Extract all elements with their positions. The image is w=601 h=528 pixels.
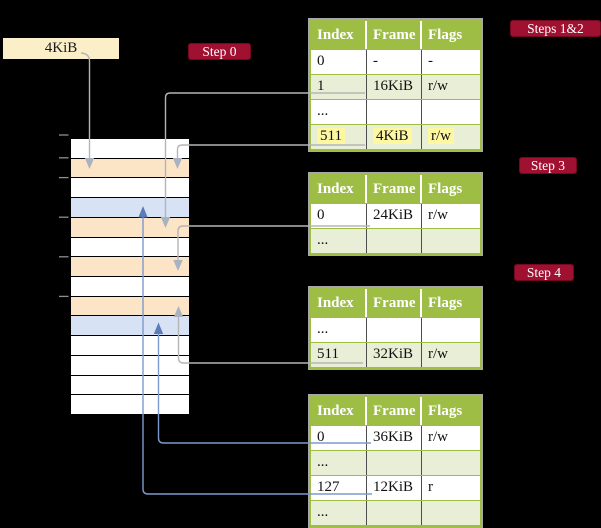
table-row-0: 0--: [311, 49, 480, 74]
table-cell-index: 0: [311, 204, 367, 228]
stack-cell-2: [71, 178, 189, 199]
table-cell-frame: [367, 451, 422, 475]
stack-cell-0: [71, 139, 189, 159]
table-cell-flags: r: [422, 476, 480, 500]
table-cell-flags: [422, 100, 480, 124]
header-cell-index: Index: [311, 289, 367, 317]
badge-step-4: Step 4: [514, 264, 574, 281]
header-cell-flags: Flags: [428, 403, 463, 419]
stack-cell-5: [71, 237, 189, 258]
stack-cell-7: [71, 277, 189, 297]
header-cell-index: Index: [311, 397, 367, 425]
table-cell-index: ...: [311, 100, 367, 124]
badge-steps-1-2-label: Steps 1&2: [527, 20, 584, 36]
table-cell-frame: [367, 100, 422, 124]
table-row-dotsdotsdots: ...: [311, 99, 480, 124]
header-cell-flags: Flags: [428, 181, 463, 197]
table-cell-frame: 36KiB: [367, 426, 422, 450]
table-cell-frame: -: [367, 50, 422, 74]
stack-cell-13: [71, 395, 189, 415]
table-cell-flags: [422, 229, 480, 253]
header-cell-flags: Flags: [428, 27, 463, 43]
page-size-box: 4KiB: [3, 38, 119, 59]
table-cell-index: 0: [311, 426, 367, 450]
badge-step-4-label: Step 4: [526, 264, 562, 280]
table-cell-flags: r/w: [422, 204, 480, 228]
table-cell-frame: 24KiB: [367, 204, 422, 228]
table-cell-index: 0: [311, 50, 367, 74]
badge-step-0: Step 0: [188, 43, 251, 60]
table-cell-frame: 4KiB: [367, 125, 422, 149]
table-cell-frame: 12KiB: [367, 476, 422, 500]
stack-cell-6: [71, 257, 189, 278]
header-cell-frame: Frame: [367, 21, 422, 49]
table-row-dotsdotsdots: ...: [311, 228, 480, 253]
table-row-dotsdotsdots: ...: [311, 450, 480, 475]
table-cell-flags: [422, 501, 480, 525]
table-cell-frame: [367, 229, 422, 253]
badge-steps-1-2: Steps 1&2: [510, 20, 601, 37]
table-cell-flags: r/w: [422, 125, 480, 149]
table-cell-index: 511: [311, 125, 367, 149]
highlighted-value: 4KiB: [373, 128, 412, 144]
table-cell-frame: [367, 318, 422, 342]
highlighted-value: r/w: [428, 128, 454, 144]
table-row-dotsdotsdots: ...: [311, 500, 480, 525]
table-cell-frame: [367, 501, 422, 525]
table-cell-index: ...: [311, 501, 367, 525]
header-cell-index: Index: [311, 175, 367, 203]
table-cell-frame: 16KiB: [367, 75, 422, 99]
table-cell-flags: r/w: [422, 426, 480, 450]
table-cell-index: ...: [311, 451, 367, 475]
header-cell-index: Index: [311, 21, 367, 49]
table-cell-flags: [422, 318, 480, 342]
header-cell-frame: Frame: [367, 289, 422, 317]
stack-cell-9: [71, 316, 189, 337]
badge-step-0-label: Step 0: [202, 43, 237, 59]
stack-cell-1: [71, 158, 189, 179]
stack-cell-4: [71, 217, 189, 238]
table-cell-frame: 32KiB: [367, 343, 422, 367]
stack-cell-8: [71, 296, 189, 317]
table-cell-flags: r/w: [422, 343, 480, 367]
table-cell-index: ...: [311, 229, 367, 253]
badge-step-3: Step 3: [519, 157, 577, 174]
physical-memory-stack: [70, 138, 190, 415]
stack-cell-11: [71, 355, 189, 376]
highlighted-value: 511: [317, 128, 345, 144]
page-size-label: 4KiB: [44, 40, 78, 56]
stack-cell-3: [71, 198, 189, 218]
table-cell-flags: [422, 451, 480, 475]
stack-cell-12: [71, 375, 189, 396]
table-cell-flags: r/w: [422, 75, 480, 99]
header-cell-flags: Flags: [428, 295, 463, 311]
table-row-dotsdotsdots: ...: [311, 317, 480, 342]
table-row-511: 511 4KiB r/w: [311, 124, 480, 149]
header-cell-frame: Frame: [367, 175, 422, 203]
table-cell-index: 127: [311, 476, 367, 500]
table-cell-flags: -: [422, 50, 480, 74]
badge-step-3-label: Step 3: [530, 157, 566, 173]
header-cell-frame: Frame: [367, 397, 422, 425]
table-cell-index: ...: [311, 318, 367, 342]
table-cell-index: 511: [311, 343, 367, 367]
table-cell-index: 1: [311, 75, 367, 99]
stack-cell-10: [71, 336, 189, 356]
